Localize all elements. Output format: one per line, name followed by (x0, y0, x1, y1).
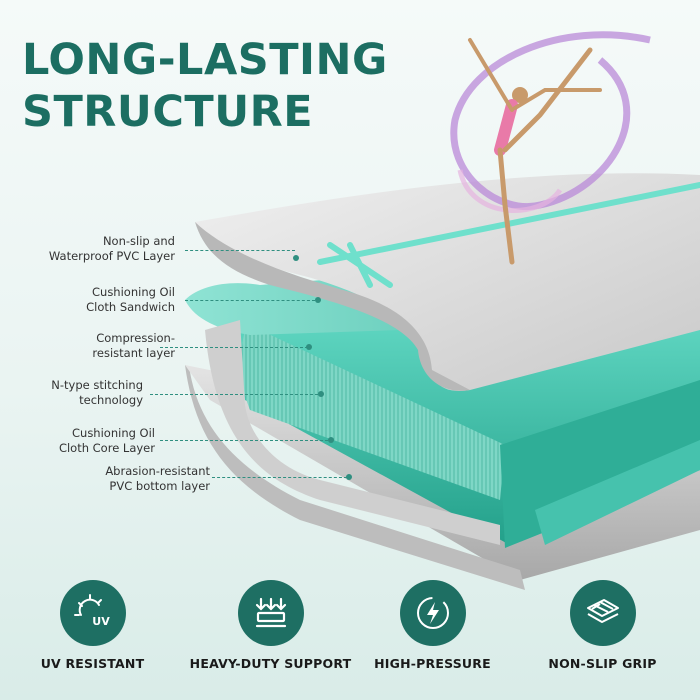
layer-label-pvc-top: Non-slip and Waterproof PVC Layer (48, 234, 175, 263)
leader-dot (328, 437, 334, 443)
feature-row: UV UV RESISTANT HEAVY-DUTY SUPPORT (0, 580, 700, 700)
feature-heavy-duty-support: HEAVY-DUTY SUPPORT (183, 580, 358, 671)
leader-line (150, 394, 318, 395)
feature-non-slip-grip: NON-SLIP GRIP (515, 580, 690, 671)
lightning-pressure-icon (399, 580, 466, 646)
layer-label-stitching: N-type stitching technology (51, 378, 143, 407)
leader-line (185, 300, 315, 301)
uv-sun-icon: UV (59, 580, 126, 646)
leader-dot (318, 391, 324, 397)
gymnast-figure (468, 38, 602, 265)
title-line-2: STRUCTURE (22, 87, 314, 137)
feature-uv-resistant: UV UV RESISTANT (5, 580, 180, 671)
leader-line (185, 250, 295, 251)
leader-line (160, 347, 308, 348)
layer-label-bottom: Abrasion-resistant PVC bottom layer (105, 464, 210, 493)
heavy-load-icon (237, 580, 304, 646)
layer-label-compression: Compression- resistant layer (92, 331, 175, 360)
feature-label: UV RESISTANT (40, 656, 145, 671)
svg-text:UV: UV (92, 615, 110, 628)
leader-dot (346, 474, 352, 480)
layer-label-sandwich: Cushioning Oil Cloth Sandwich (86, 285, 175, 314)
feature-label: NON-SLIP GRIP (548, 656, 657, 671)
leader-dot (315, 297, 321, 303)
feature-label: HIGH-PRESSURE (374, 656, 491, 671)
leader-line (160, 440, 328, 441)
leader-dot (293, 255, 299, 261)
feature-label: HEAVY-DUTY SUPPORT (189, 656, 352, 671)
leader-dot (306, 344, 312, 350)
title-line-1: LONG-LASTING (22, 35, 388, 85)
top-pvc-sheet (195, 173, 700, 391)
page-title: LONG-LASTING STRUCTURE (22, 34, 388, 138)
layer-label-core: Cushioning Oil Cloth Core Layer (58, 426, 155, 455)
feature-high-pressure: HIGH-PRESSURE (345, 580, 520, 671)
ribbon-swirl (450, 31, 651, 210)
stitched-side (240, 330, 505, 500)
leader-line (212, 477, 347, 478)
grip-texture-icon (569, 580, 636, 646)
